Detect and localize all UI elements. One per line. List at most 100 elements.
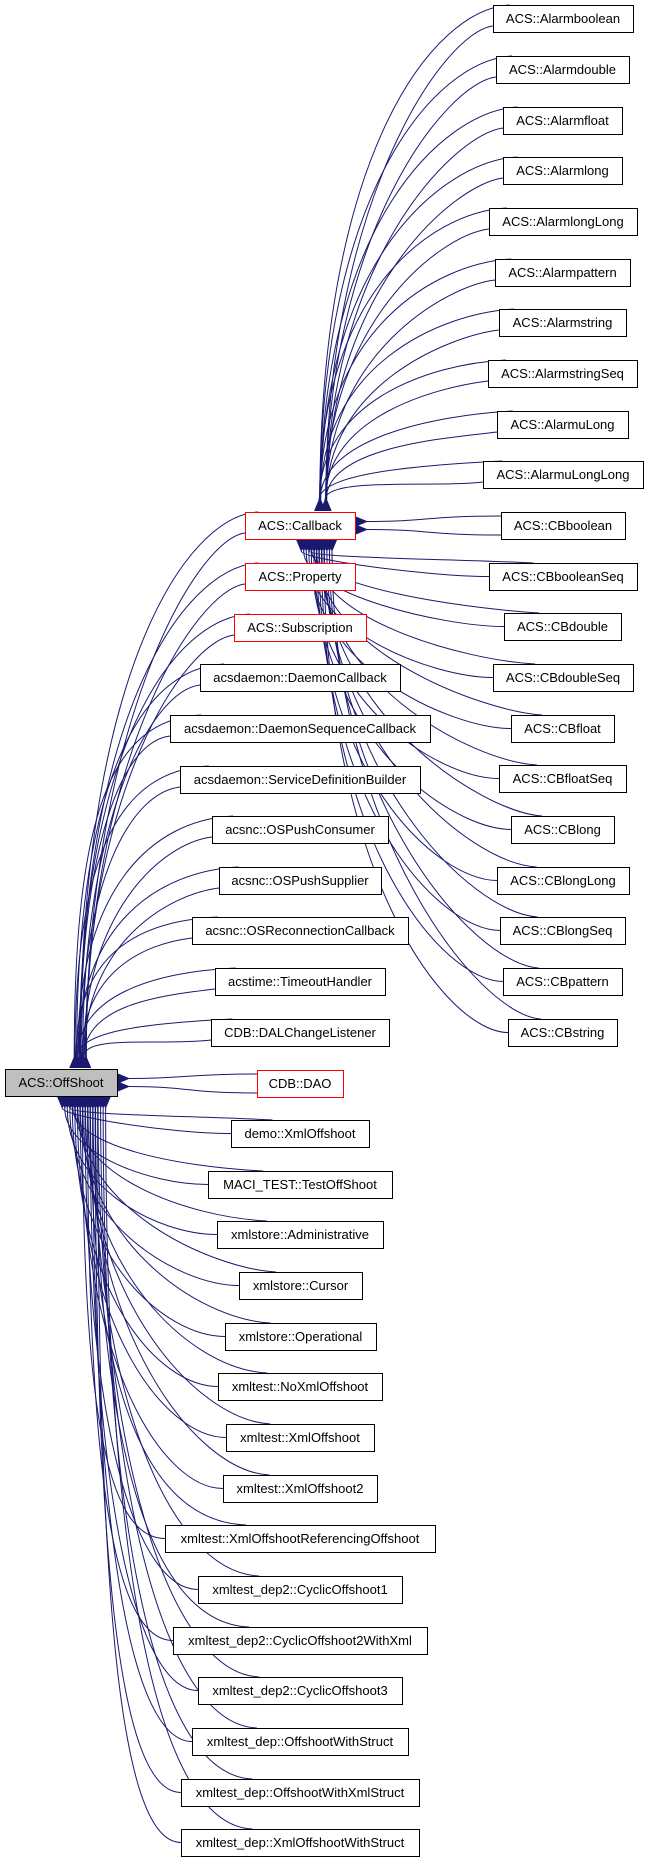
node-box <box>499 765 627 793</box>
class-node-cblongseq[interactable]: ACS::CBlongSeq <box>500 917 626 945</box>
node-box <box>245 512 356 540</box>
inheritance-edge-alarmlong-1 <box>315 156 518 512</box>
class-node-dalchangelistener[interactable]: CDB::DALChangeListener <box>211 1019 390 1047</box>
node-box <box>180 766 421 794</box>
node-label: ACS::Property <box>258 569 342 584</box>
class-node-alarmlong[interactable]: ACS::Alarmlong <box>503 157 623 185</box>
inheritance-edge-alarmstring-1 <box>315 308 515 512</box>
node-label: ACS::CBpattern <box>516 974 609 989</box>
class-node-alarmstringseq[interactable]: ACS::AlarmstringSeq <box>488 360 638 388</box>
node-box <box>497 411 629 439</box>
class-node-cbfloatseq[interactable]: ACS::CBfloatSeq <box>499 765 627 793</box>
node-box <box>219 867 382 895</box>
inheritance-edge-cyclic3-2 <box>93 1096 260 1678</box>
node-label: xmlstore::Cursor <box>253 1278 349 1293</box>
inheritance-edge-cyclic3-1 <box>85 1096 199 1691</box>
class-node-servicedefbuilder[interactable]: acsdaemon::ServiceDefinitionBuilder <box>180 766 421 794</box>
inheritance-edge-alarmboolean-2 <box>320 25 494 512</box>
node-label: xmltest::XmlOffshoot2 <box>237 1481 364 1496</box>
node-label: ACS::AlarmlongLong <box>502 214 623 229</box>
node-box <box>489 208 638 236</box>
inheritance-edge-servicedefbuilder-2 <box>75 786 181 1069</box>
node-label: xmltest::NoXmlOffshoot <box>232 1379 369 1394</box>
inheritance-edge-xmlref-2 <box>85 1096 247 1526</box>
node-box <box>511 715 615 743</box>
root-node-offshoot[interactable]: ACS::OffShoot <box>5 1069 118 1097</box>
class-node-xmlref[interactable]: xmltest::XmlOffshootReferencingOffshoot <box>165 1525 436 1553</box>
class-node-cbbooleanseq[interactable]: ACS::CBbooleanSeq <box>489 563 638 591</box>
class-node-alarmfloat[interactable]: ACS::Alarmfloat <box>503 107 623 135</box>
class-node-operational[interactable]: xmlstore::Operational <box>225 1323 377 1351</box>
class-node-subscription[interactable]: ACS::Subscription <box>234 614 367 642</box>
class-node-cbdouble[interactable]: ACS::CBdouble <box>504 613 622 641</box>
node-box <box>181 1779 420 1807</box>
class-node-cbpattern[interactable]: ACS::CBpattern <box>503 968 623 996</box>
node-label: demo::XmlOffshoot <box>244 1126 355 1141</box>
node-box <box>225 1323 377 1351</box>
class-node-cbstring[interactable]: ACS::CBstring <box>508 1019 618 1047</box>
inheritance-edge-cdbdao-2 <box>117 1081 258 1094</box>
class-node-property[interactable]: ACS::Property <box>245 563 356 591</box>
inheritance-edge-withxmlstruct-2 <box>98 1096 253 1780</box>
class-node-cdbdao[interactable]: CDB::DAO <box>257 1070 344 1098</box>
class-node-noxml[interactable]: xmltest::NoXmlOffshoot <box>218 1373 383 1401</box>
class-node-alarmulonglong[interactable]: ACS::AlarmuLongLong <box>483 461 644 489</box>
class-node-alarmdouble[interactable]: ACS::Alarmdouble <box>496 56 630 84</box>
node-label: xmltest_dep::OffshootWithStruct <box>207 1734 394 1749</box>
node-label: ACS::CBfloatSeq <box>513 771 613 786</box>
node-box <box>488 360 638 388</box>
node-box <box>503 157 623 185</box>
class-node-cbboolean[interactable]: ACS::CBboolean <box>501 512 626 540</box>
node-box <box>508 1019 618 1047</box>
class-node-cblong[interactable]: ACS::CBlong <box>511 816 615 844</box>
node-label: xmltest_dep2::CyclicOffshoot1 <box>212 1582 387 1597</box>
class-node-withstruct[interactable]: xmltest_dep::OffshootWithStruct <box>192 1728 409 1756</box>
inheritance-edge-cbbooleanseq-2 <box>303 539 534 564</box>
node-label: ACS::CBboolean <box>514 518 612 533</box>
class-node-cbdoubleseq[interactable]: ACS::CBdoubleSeq <box>493 664 634 692</box>
node-box <box>218 1373 383 1401</box>
inheritance-edge-ospushconsumer-2 <box>78 836 213 1069</box>
class-node-macitest[interactable]: MACI_TEST::TestOffShoot <box>208 1171 393 1199</box>
class-node-ospushsupplier[interactable]: acsnc::OSPushSupplier <box>219 867 382 895</box>
class-node-daemoncallback[interactable]: acsdaemon::DaemonCallback <box>200 664 401 692</box>
node-label: ACS::Subscription <box>247 620 353 635</box>
class-node-cblonglong[interactable]: ACS::CBlongLong <box>497 867 630 895</box>
node-box <box>493 5 634 33</box>
class-node-callback[interactable]: ACS::Callback <box>245 512 356 540</box>
inheritance-edge-ospushsupplier-1 <box>73 866 239 1069</box>
class-node-xmloffshoot[interactable]: xmltest::XmlOffshoot <box>226 1424 375 1452</box>
node-label: ACS::CBstring <box>521 1025 605 1040</box>
class-node-administrative[interactable]: xmlstore::Administrative <box>217 1221 384 1249</box>
class-node-ospushconsumer[interactable]: acsnc::OSPushConsumer <box>212 816 389 844</box>
node-label: xmltest_dep::OffshootWithXmlStruct <box>196 1785 405 1800</box>
class-node-xmlwithstruct[interactable]: xmltest_dep::XmlOffshootWithStruct <box>181 1829 420 1857</box>
node-box <box>511 816 615 844</box>
inheritance-edge-alarmpattern-2 <box>320 279 496 512</box>
class-node-alarmstring[interactable]: ACS::Alarmstring <box>499 309 627 337</box>
node-label: MACI_TEST::TestOffShoot <box>223 1177 377 1192</box>
class-node-timeouthandler[interactable]: acstime::TimeoutHandler <box>215 968 386 996</box>
node-label: xmltest::XmlOffshootReferencingOffshoot <box>181 1531 420 1546</box>
inheritance-edge-xmlwithstruct-2 <box>100 1096 253 1830</box>
inheritance-edge-alarmdouble-2 <box>321 76 497 512</box>
class-node-cyclic2[interactable]: xmltest_dep2::CyclicOffshoot2WithXml <box>173 1627 428 1655</box>
class-node-alarmboolean[interactable]: ACS::Alarmboolean <box>493 5 634 33</box>
node-label: ACS::CBbooleanSeq <box>502 569 623 584</box>
class-node-alarmulong[interactable]: ACS::AlarmuLong <box>497 411 629 439</box>
node-label: CDB::DAO <box>269 1076 332 1091</box>
class-node-daemonseqcallback[interactable]: acsdaemon::DaemonSequenceCallback <box>170 715 431 743</box>
node-label: ACS::Alarmdouble <box>509 62 616 77</box>
class-node-cyclic3[interactable]: xmltest_dep2::CyclicOffshoot3 <box>198 1677 403 1705</box>
class-node-cursor[interactable]: xmlstore::Cursor <box>239 1272 363 1300</box>
class-node-demoxml[interactable]: demo::XmlOffshoot <box>231 1120 370 1148</box>
class-node-cbfloat[interactable]: ACS::CBfloat <box>511 715 615 743</box>
class-node-withxmlstruct[interactable]: xmltest_dep::OffshootWithXmlStruct <box>181 1779 420 1807</box>
class-node-xmloffshoot2[interactable]: xmltest::XmlOffshoot2 <box>223 1475 378 1503</box>
class-node-osreconnection[interactable]: acsnc::OSReconnectionCallback <box>192 917 409 945</box>
class-node-cyclic1[interactable]: xmltest_dep2::CyclicOffshoot1 <box>198 1576 403 1604</box>
inheritance-edge-cdbdao-1 <box>117 1073 258 1084</box>
class-node-alarmlonglong[interactable]: ACS::AlarmlongLong <box>489 208 638 236</box>
class-node-alarmpattern[interactable]: ACS::Alarmpattern <box>495 259 631 287</box>
inheritance-edge-cbboolean-2 <box>355 524 502 536</box>
